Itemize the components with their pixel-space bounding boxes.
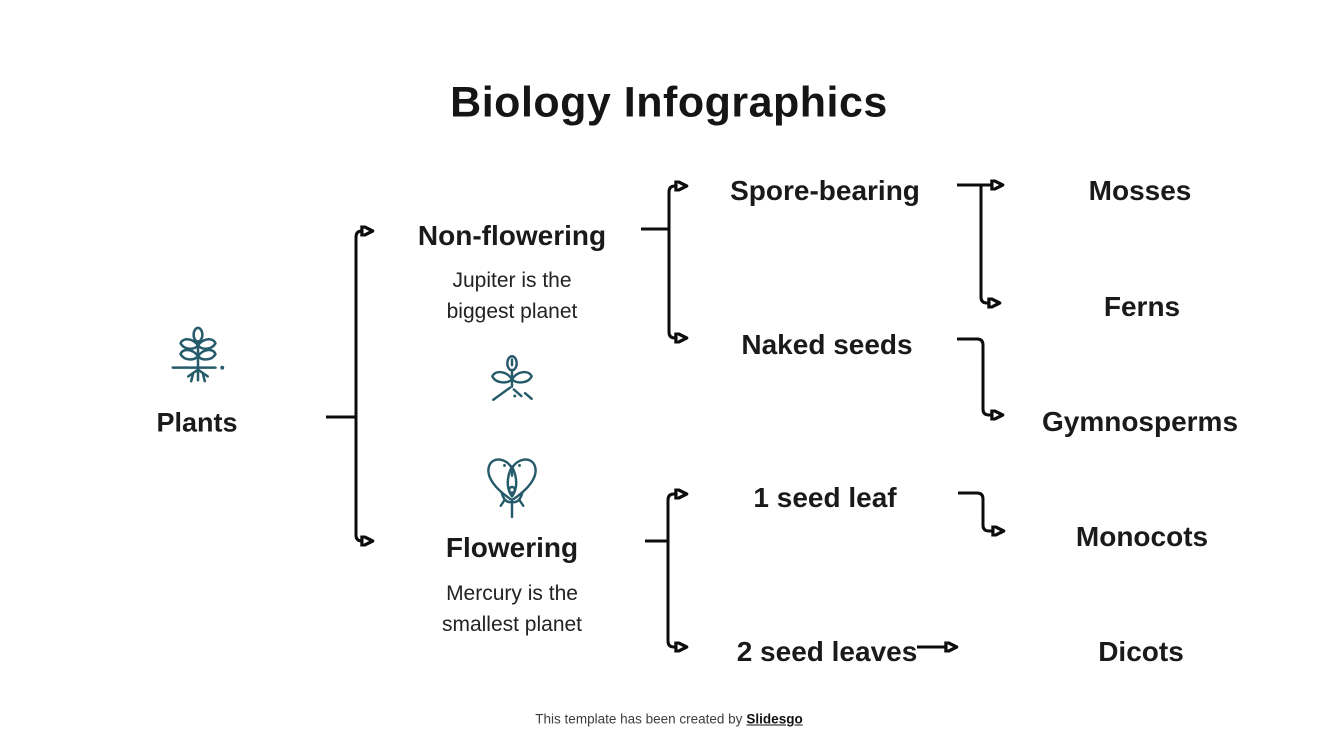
connector-flowering-to-2seedleaves <box>666 541 677 647</box>
plant-with-roots-icon <box>168 325 228 389</box>
node-flowering: Flowering <box>445 532 579 563</box>
node-plants: Plants <box>156 407 238 438</box>
seedling-icon <box>483 353 541 411</box>
node-gymnosperms: Gymnosperms <box>1041 406 1239 437</box>
connector-plants-to-nonflowering <box>354 231 363 417</box>
node-monocots: Monocots <box>1075 521 1209 552</box>
node-mosses: Mosses <box>1088 175 1192 206</box>
node-non-flowering: Non-flowering <box>417 220 607 251</box>
page-title: Biology Infographics <box>450 78 888 127</box>
connector-flowering-to-1seedleaf <box>666 494 677 541</box>
connector-nonflowering-to-sporebearing <box>667 186 677 229</box>
connector-nakedseeds-to-gymnosperms <box>957 337 993 415</box>
node-spore-bearing: Spore-bearing <box>730 175 920 206</box>
node-naked-seeds: Naked seeds <box>741 329 913 360</box>
flower-bud-icon <box>482 453 542 521</box>
node-2-seed-leaves: 2 seed leaves <box>736 636 918 667</box>
connector-sporebearing-to-ferns <box>979 185 990 303</box>
note-non-flowering: Jupiter is the biggest planet <box>446 269 578 323</box>
node-dicots: Dicots <box>1098 636 1184 667</box>
connector-1seedleaf-to-monocots <box>958 491 994 531</box>
slidesgo-link[interactable]: Slidesgo <box>746 711 803 727</box>
node-ferns: Ferns <box>1103 291 1181 322</box>
footer-credit-text: This template has been created by <box>535 711 743 727</box>
node-1-seed-leaf: 1 seed leaf <box>753 482 897 513</box>
note-flowering: Mercury is the smallest planet <box>441 582 583 636</box>
connector-nonflowering-to-nakedseeds <box>667 229 677 338</box>
connector-plants-to-flowering <box>354 417 363 541</box>
